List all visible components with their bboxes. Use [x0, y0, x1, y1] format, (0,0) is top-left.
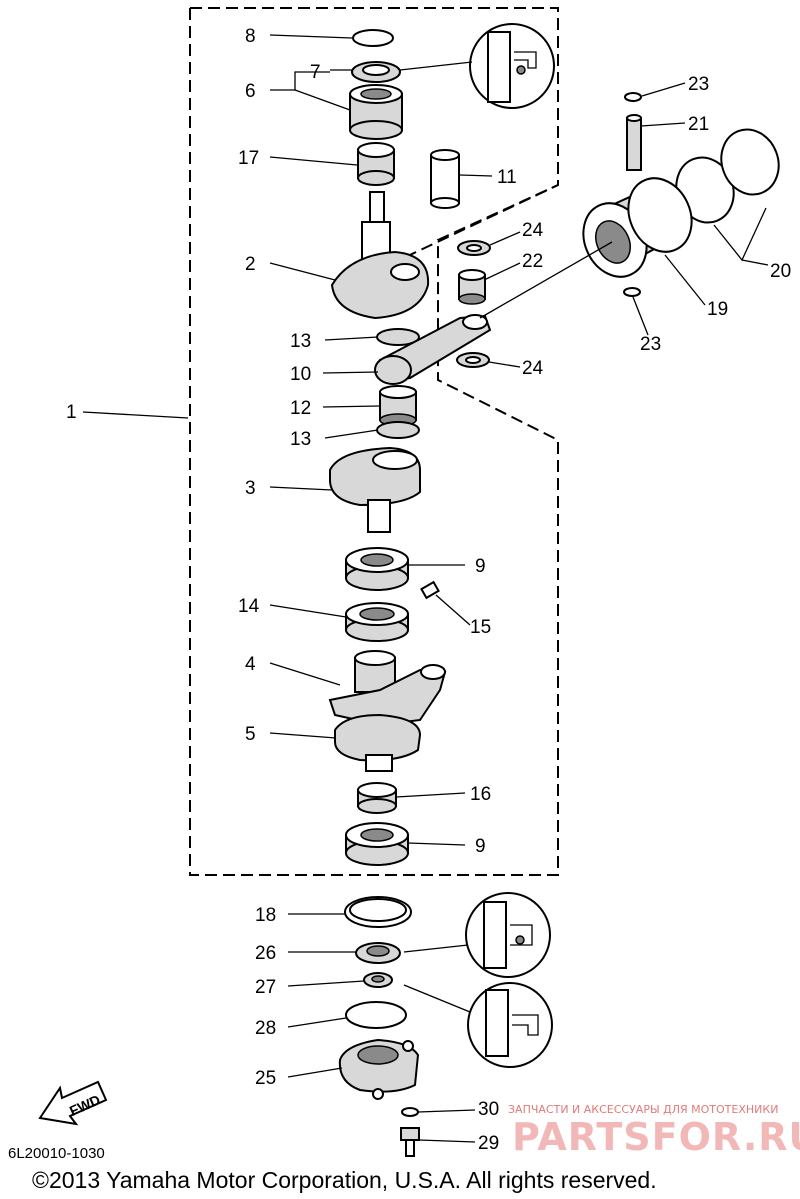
thrust-washer-13-lower	[376, 421, 420, 439]
dowel-pin-15	[420, 580, 440, 600]
o-ring-8	[352, 29, 394, 47]
callout-1: 1	[66, 402, 77, 423]
callout-30: 30	[478, 1099, 499, 1120]
callout-24-lower: 24	[522, 358, 544, 379]
callout-9-lower: 9	[475, 836, 486, 857]
fwd-arrow-icon: FWD	[38, 1080, 108, 1126]
crankshaft-middle-3	[329, 446, 421, 533]
circlip-23-lower	[623, 287, 641, 297]
callout-7: 7	[310, 62, 321, 83]
callout-27: 27	[255, 977, 276, 998]
oil-seal-7	[351, 61, 401, 83]
callout-14: 14	[238, 596, 260, 617]
o-ring-28	[345, 1001, 407, 1029]
connecting-rod-10	[374, 314, 492, 385]
seal-detail-circle-3	[403, 982, 553, 1068]
pin-11	[430, 149, 460, 209]
washer-24-lower	[456, 352, 490, 368]
crankshaft-lower-4	[328, 650, 447, 727]
gasket-18	[344, 896, 412, 928]
callout-28: 28	[255, 1018, 276, 1039]
crankshaft-assembly-boundary-lower	[189, 8, 559, 876]
callout-12: 12	[290, 398, 311, 419]
watermark-tagline: ЗАПЧАСТИ И АКСЕССУАРЫ ДЛЯ МОТОТЕХНИКИ	[508, 1103, 778, 1116]
bushing-16	[357, 782, 397, 814]
callout-26: 26	[255, 943, 276, 964]
callout-11: 11	[497, 167, 517, 188]
callout-19: 19	[707, 299, 728, 320]
seal-detail-circle-1	[399, 23, 555, 109]
seal-housing-25	[338, 1038, 420, 1100]
callout-20: 20	[770, 261, 791, 282]
needle-bearing-22	[458, 269, 486, 305]
callout-24-upper: 24	[522, 220, 544, 241]
bolt-29	[400, 1127, 420, 1157]
callout-17: 17	[238, 148, 259, 169]
callout-21: 21	[688, 114, 709, 135]
diagram-code: 6L20010-1030	[8, 1145, 105, 1162]
callout-23-upper: 23	[688, 74, 709, 95]
callout-6: 6	[245, 81, 256, 102]
bearing-housing-6	[349, 84, 403, 140]
oil-seal-26	[355, 942, 401, 964]
piston-19	[582, 177, 693, 278]
bushing-17	[357, 142, 395, 186]
callout-5: 5	[245, 724, 256, 745]
circlip-23-upper	[624, 92, 642, 102]
callout-25: 25	[255, 1068, 276, 1089]
oil-seal-27	[363, 972, 393, 988]
callout-8: 8	[245, 26, 256, 47]
callout-16: 16	[470, 784, 491, 805]
callout-9-upper: 9	[475, 556, 486, 577]
ball-bearing-9-lower	[345, 822, 409, 866]
callout-10: 10	[290, 364, 311, 385]
needle-bearing-12	[379, 385, 417, 427]
crankshaft-upper-2	[330, 191, 430, 320]
copyright-notice: ©2013 Yamaha Motor Corporation, U.S.A. A…	[32, 1167, 657, 1193]
callout-23-lower: 23	[640, 334, 661, 355]
callout-22: 22	[522, 251, 543, 272]
piston-rings-20	[675, 128, 780, 224]
callout-leaders	[82, 34, 769, 1143]
callout-4: 4	[245, 654, 256, 675]
ring-14	[345, 602, 409, 642]
washer-30	[401, 1107, 419, 1117]
ball-bearing-9-upper	[345, 547, 409, 591]
washer-24-upper	[457, 240, 491, 256]
watermark-logo: PARTSFOR.RU	[512, 1115, 800, 1159]
callout-2: 2	[245, 254, 256, 275]
piston-pin-21	[626, 114, 642, 171]
seal-detail-circle-2	[403, 892, 551, 978]
callout-13-upper: 13	[290, 331, 311, 352]
callout-3: 3	[245, 478, 256, 499]
crankshaft-bottom-5	[334, 713, 422, 772]
callout-18: 18	[255, 905, 276, 926]
callout-29: 29	[478, 1133, 499, 1154]
callout-15: 15	[470, 617, 491, 638]
callout-13-lower: 13	[290, 429, 311, 450]
